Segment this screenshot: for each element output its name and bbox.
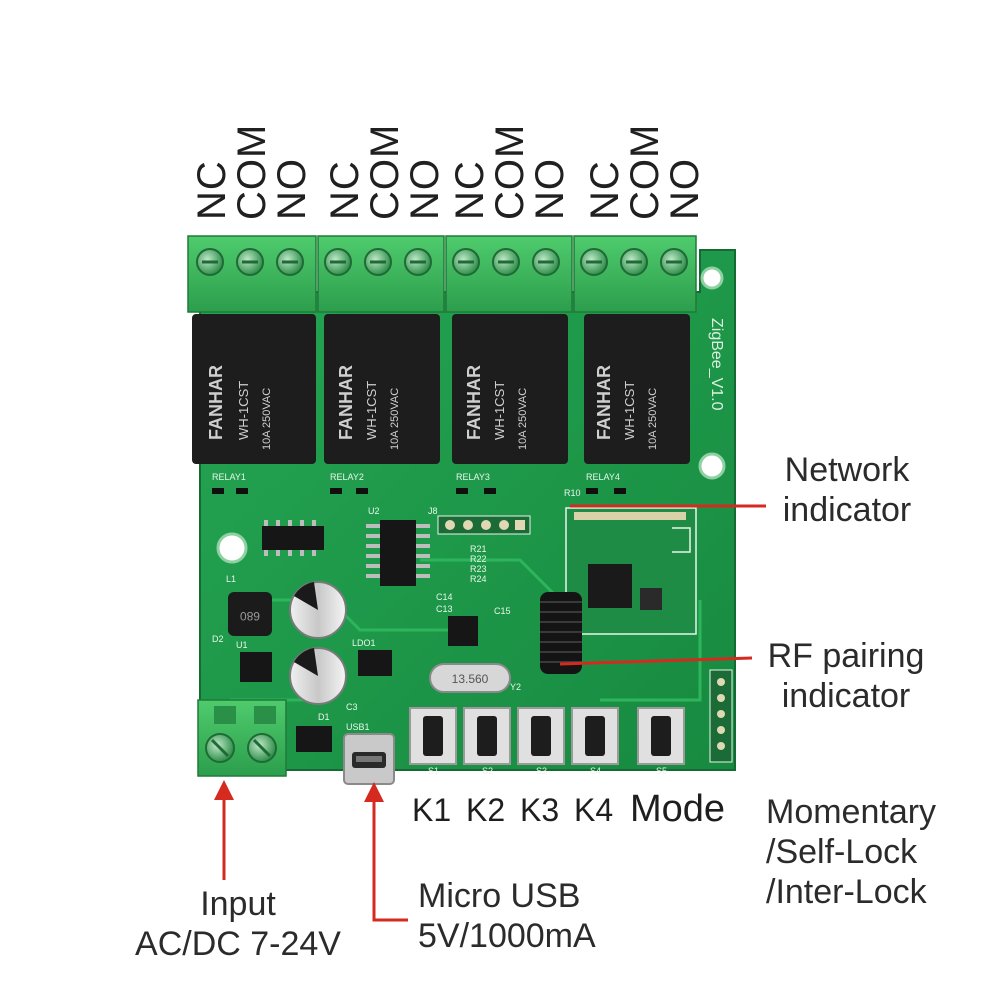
k2-label: K2 [466,792,506,828]
silk-r24: R24 [470,574,487,584]
silk-c15: C15 [494,606,511,616]
relay4-rating: 10A 250VAC [647,388,659,450]
silk-c13: C13 [436,604,453,614]
input-callout: Input AC/DC 7-24V [108,884,368,964]
silk-l1: L1 [226,574,236,584]
zigbee-module [565,507,697,635]
crystal-oscillator: 13.560 [429,663,511,693]
network-callout-line1: Network [784,451,910,489]
silk-j8: J8 [428,506,438,516]
micro-usb-port [343,733,395,785]
tactile-switches [409,707,685,765]
usb-arrow-icon [364,782,384,802]
inductor: 680 [228,592,272,636]
input-callout-line1: Input [200,885,276,923]
silk-y2: Y2 [510,682,521,692]
relay2-rating: 10A 250VAC [389,388,401,450]
relay4-brand: FANHAR [594,365,614,440]
relay3-brand: FANHAR [464,365,484,440]
relay4-model: WH-1CST [622,381,637,440]
relay2-model: WH-1CST [364,381,379,440]
silk-s5: S5 [656,766,667,776]
usb-callout: Micro USB 5V/1000mA [418,876,596,956]
relay2-brand: FANHAR [336,365,356,440]
network-indicator-callout: Network indicator [772,450,922,530]
relay1-silk-label: RELAY1 [212,472,246,482]
silk-u1: U1 [236,640,248,650]
silk-d2: D2 [212,634,224,644]
usb-arrow-line [372,798,408,922]
rf-callout-line2: indicator [781,677,911,715]
relay4-silk-label: RELAY4 [586,472,620,482]
relay1-brand: FANHAR [206,365,226,440]
silk-s1: S1 [428,766,439,776]
rf-callout-line1: RF pairing [767,637,925,675]
ic-chips [240,520,478,752]
mode-callout-line3: /Inter-Lock [766,873,927,911]
rf-indicator-line [559,656,753,666]
mode-callout: Momentary /Self-Lock /Inter-Lock [766,792,936,912]
input-terminal-block [197,699,287,777]
mode-label: Mode [630,788,726,830]
input-callout-line2: AC/DC 7-24V [135,925,341,963]
silk-usb1: USB1 [346,722,370,732]
silk-s2: S2 [482,766,493,776]
silk-s3: S3 [536,766,547,776]
relay3-rating: 10A 250VAC [517,388,529,450]
silk-d1: D1 [318,712,330,722]
silk-u2: U2 [368,506,380,516]
relay3-silk-label: RELAY3 [456,472,490,482]
side-pin-header [709,669,733,763]
input-arrow-icon [214,780,234,800]
board-model-text: ZigBee_V1.0 [708,318,725,411]
silk-r23: R23 [470,564,487,574]
silk-r21: R21 [470,544,487,554]
crystal-marking: 13.560 [452,672,489,686]
terminal-blocks [187,235,697,313]
silk-c14: C14 [436,592,453,602]
spring-antenna [540,592,582,674]
silk-r10: R10 [564,488,581,498]
callout-arrowheads [214,780,384,802]
mode-callout-line1: Momentary [766,793,937,831]
mode-callout-line2: /Self-Lock [766,833,918,871]
k1-label: K1 [412,792,452,828]
k3-label: K3 [520,792,560,828]
relay1-rating: 10A 250VAC [261,388,273,450]
network-callout-line2: indicator [782,491,912,529]
relays [192,314,690,464]
header-j8 [437,515,531,535]
usb-callout-line1: Micro USB [418,877,581,915]
relay1-model: WH-1CST [236,381,251,440]
usb-callout-line2: 5V/1000mA [418,917,596,955]
relay3-model: WH-1CST [492,381,507,440]
silk-r22: R22 [470,554,487,564]
silk-ldo1: LDO1 [352,638,376,648]
silk-s4: S4 [590,766,601,776]
capacitors [289,581,347,705]
relay2-silk-label: RELAY2 [330,472,364,482]
inductor-marking: 680 [240,609,260,623]
k4-label: K4 [574,792,614,828]
rf-pairing-callout: RF pairing indicator [756,636,936,716]
callout-lines [222,504,766,922]
silk-c3: C3 [346,702,358,712]
